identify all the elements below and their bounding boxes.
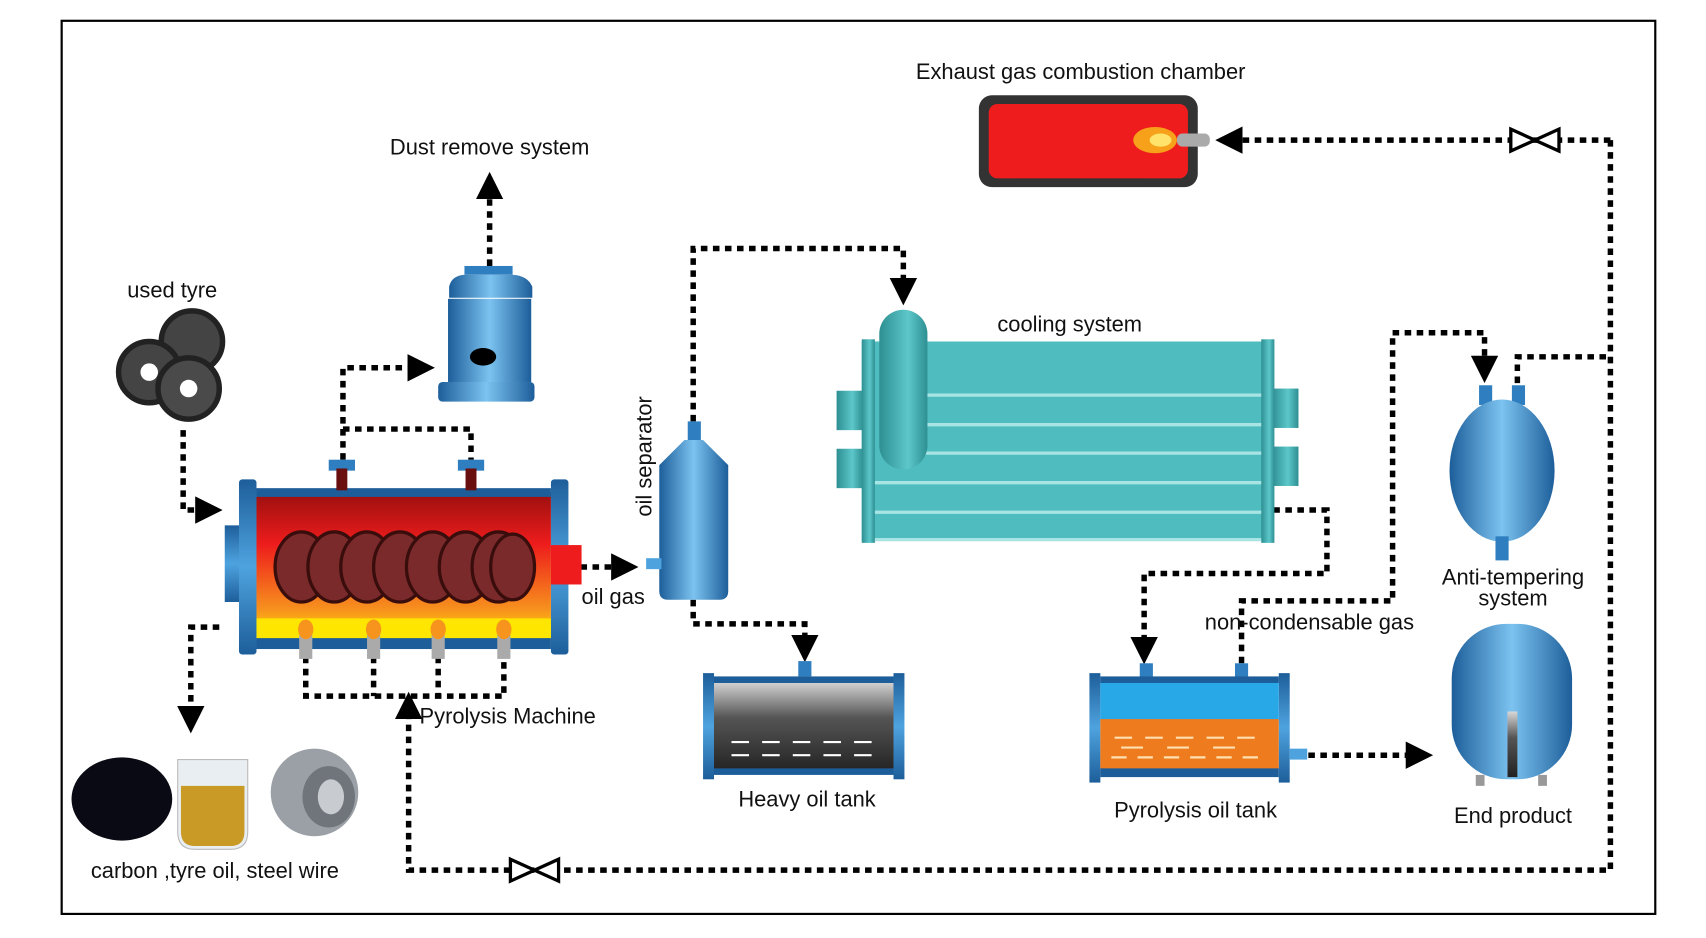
flow-noncond-to-anti [1238, 329, 1499, 664]
flow-machine-top-link [342, 426, 474, 460]
flow-right-loop [394, 140, 1614, 873]
label-anti-tempering-2: system [1478, 585, 1547, 610]
products-icons [71, 748, 359, 850]
carbon-icon [71, 757, 173, 841]
tyres-inside [273, 530, 537, 604]
valve-icon[interactable] [508, 856, 561, 884]
heavy-oil-tank [703, 661, 905, 780]
burner-icon [299, 634, 511, 659]
label-cooling: cooling system [997, 312, 1142, 337]
used-tyre-icon [115, 308, 226, 422]
exhaust-combustion-chamber [978, 95, 1210, 188]
oil-separator [646, 421, 729, 600]
label-heavy-oil: Heavy oil tank [738, 787, 875, 812]
flow-burners [303, 656, 507, 699]
anti-tempering-vessel [1449, 385, 1555, 561]
label-pyrolysis-machine: Pyrolysis Machine [420, 703, 596, 728]
dust-remove-vessel [438, 265, 535, 402]
label-exhaust: Exhaust gas combustion chamber [916, 59, 1246, 84]
label-anti-tempering-1: Anti-tempering [1442, 564, 1584, 589]
label-oil-separator: oil separator [632, 396, 657, 516]
label-non-condensable: non-condensable gas [1205, 609, 1414, 634]
flame-icon [298, 619, 512, 640]
label-pyro-oil: Pyrolysis oil tank [1114, 798, 1277, 823]
flow-cooling-to-pyro [1130, 507, 1330, 665]
steel-wire-icon [270, 748, 359, 837]
flow-anti-return [1514, 354, 1611, 384]
label-oil-gas: oil gas [582, 584, 645, 609]
flow-separator-to-cooling [690, 245, 918, 422]
flow-machine-to-products [177, 624, 220, 734]
flow-tyre-to-machine [180, 430, 223, 524]
flow-separator-to-heavy [690, 599, 819, 663]
pyrolysis-oil-tank [1089, 663, 1308, 783]
label-dust: Dust remove system [390, 134, 589, 159]
pyrolysis-machine [224, 459, 582, 659]
label-products: carbon ,tyre oil, steel wire [91, 858, 339, 883]
valve-icon[interactable] [1509, 126, 1561, 154]
oil-beaker-icon [177, 759, 249, 850]
end-product-vessel [1451, 623, 1573, 786]
label-end-product: End product [1454, 803, 1572, 828]
cooling-system [836, 309, 1299, 543]
flow-lines [177, 126, 1614, 873]
label-used-tyre: used tyre [127, 278, 217, 303]
